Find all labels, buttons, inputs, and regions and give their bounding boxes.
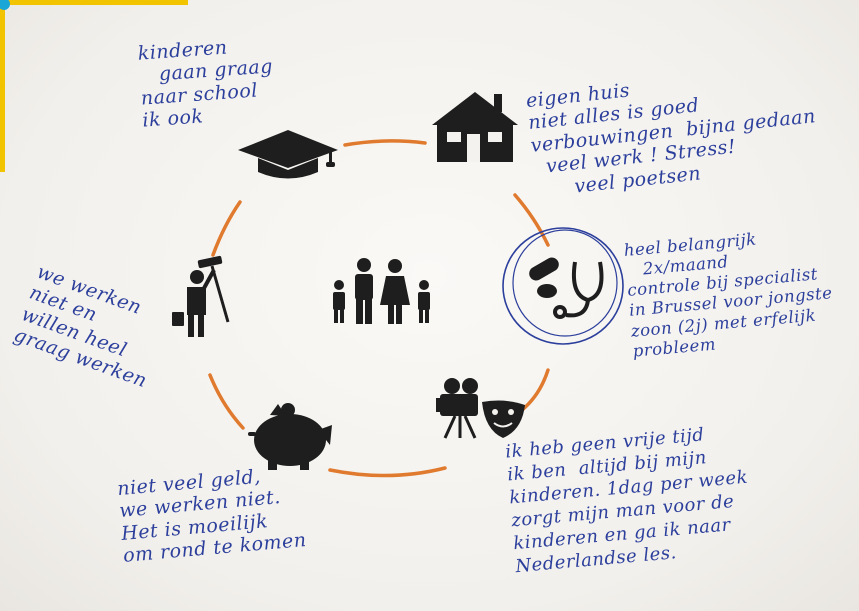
piggy-bank-icon [248, 403, 332, 470]
film-camera-theater-icon [436, 378, 525, 439]
cyan-corner-dot [0, 0, 10, 10]
house-icon [432, 92, 518, 162]
ring-segment-top [343, 139, 427, 147]
family-icon [333, 258, 430, 324]
orange-ring [208, 139, 550, 478]
ring-segment-top-right [513, 193, 550, 247]
ring-segment-bottom [328, 466, 447, 478]
note-school: kinderen gaan graag naar school ik ook [137, 36, 274, 132]
painter-worker-icon [172, 255, 230, 337]
ring-segment-top-left [211, 200, 242, 257]
note-health: heel belangrijk 2x/maand controle bij sp… [623, 229, 834, 361]
pills-stethoscope-icon [502, 227, 624, 345]
note-money: niet veel geld, we werken niet. Het is m… [116, 465, 308, 568]
note-time: ik heb geen vrije tijd ik ben altijd bij… [504, 424, 749, 578]
graduation-cap-icon [238, 130, 338, 179]
ring-segment-bottom-left [208, 373, 245, 430]
ring-segment-bottom-right [520, 368, 550, 412]
yellow-corner-frame [0, 0, 188, 172]
